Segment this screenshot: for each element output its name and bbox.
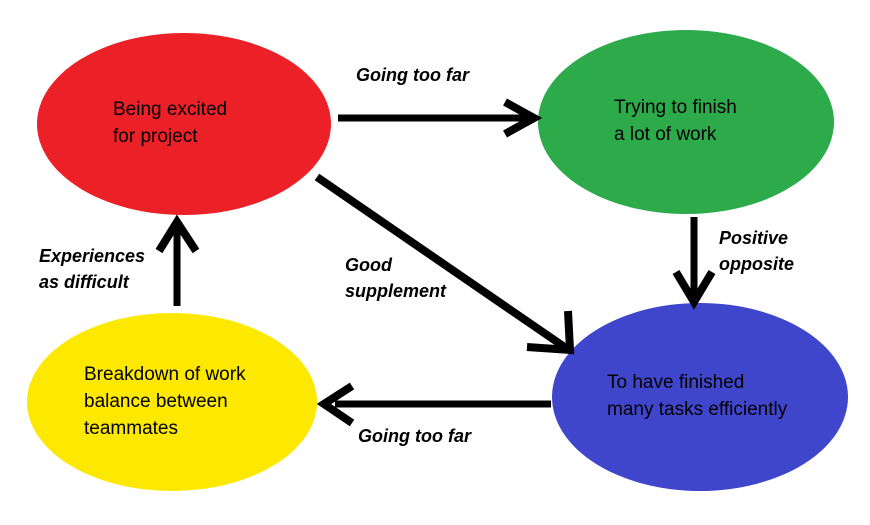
edge-label-experiences-as-difficult: Experiences as difficult (39, 246, 146, 293)
edge-yellow-to-red-arrow (155, 214, 200, 306)
edge-red-to-blue-arrow (314, 173, 575, 355)
node-yellow-ellipse[interactable] (27, 313, 317, 491)
node-blue-ellipse[interactable] (552, 303, 848, 491)
edge-green-to-blue-arrow (672, 217, 716, 310)
edge-label-good-supplement: Good supplement (345, 255, 447, 302)
edge-label-going-too-far-top: Going too far (356, 65, 469, 85)
edge-label-going-too-far-bottom: Going too far (358, 426, 471, 446)
edge-red-to-green-arrow (338, 98, 543, 138)
node-red-ellipse[interactable] (37, 33, 331, 215)
edge-label-positive-opposite: Positive opposite (719, 228, 794, 275)
edge-blue-to-yellow-arrow (316, 382, 551, 427)
node-green-ellipse[interactable] (538, 30, 834, 214)
